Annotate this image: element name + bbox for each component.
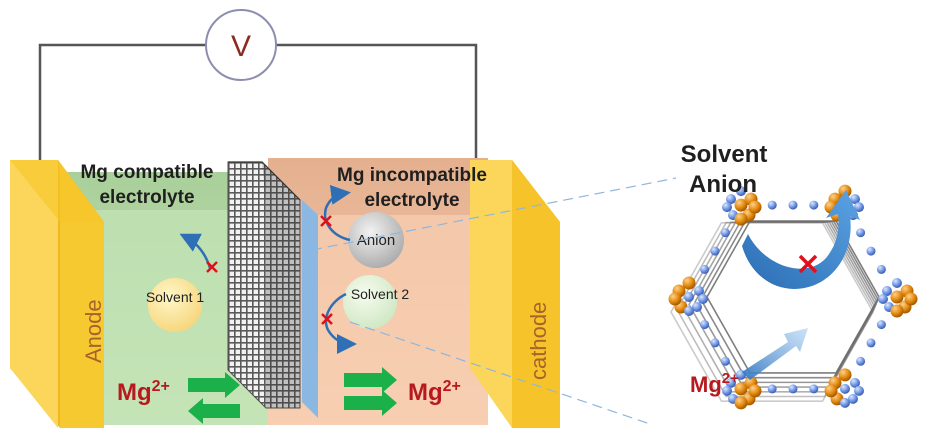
solvent-2-molecule: Solvent 2 [343, 275, 409, 329]
linker-atom [850, 377, 860, 388]
metal-atom [838, 368, 852, 382]
metal-atom [682, 276, 696, 290]
right-electrolyte-label-line1: Mg incompatible [337, 165, 487, 186]
voltmeter-label: V [231, 30, 251, 63]
linker-atom [840, 397, 850, 408]
metal-atom [734, 382, 748, 396]
zoom-solvent-label: Solvent [681, 141, 768, 168]
linker-atom [722, 385, 732, 396]
linker-atom [684, 306, 694, 316]
linker-atom [876, 264, 886, 274]
linker-atom [720, 228, 730, 238]
left-electrolyte-label-line2: electrolyte [99, 187, 194, 208]
solvent-1-block-mark [206, 261, 218, 273]
linker-atom [878, 294, 888, 304]
linker-atom [850, 194, 860, 205]
linker-atom [866, 246, 876, 256]
metal-atom [748, 384, 762, 398]
solvent-1-label: Solvent 1 [146, 289, 205, 305]
linker-atom [684, 292, 694, 302]
pore-framework-ring [670, 221, 874, 403]
linker-atom [854, 385, 864, 396]
voltmeter: V [205, 9, 277, 81]
anion-label: Anion [357, 232, 395, 249]
solvent-anion-blocked-arrow [742, 190, 860, 289]
metal-atom [748, 200, 762, 214]
linker-atom [848, 393, 858, 404]
linker-atom [694, 286, 704, 296]
metal-atom [890, 304, 904, 318]
left-mg-ion-label: Mg2+ [117, 378, 170, 406]
linker-atom [876, 320, 886, 330]
anion-blocked-arrow [323, 184, 351, 242]
metal-atom [904, 292, 918, 306]
solvent-2-blocked-arrow [324, 292, 357, 354]
left-electrolyte-label-line1: Mg compatible [80, 162, 213, 183]
cathode-label: cathode [526, 302, 551, 380]
linker-atom [840, 383, 850, 394]
left-ion-arrows [188, 372, 240, 424]
right-ion-arrows [344, 367, 397, 416]
linker-atom [710, 338, 720, 348]
external-circuit [38, 43, 478, 172]
cathode-plate: cathode [470, 160, 560, 428]
mesh-separator [227, 161, 301, 409]
linker-atom [809, 384, 819, 394]
linker-atom [692, 302, 702, 312]
zoom-anion-label: Anion [689, 171, 757, 198]
battery-cell: Anode cathode Mg compatible electrolyte … [10, 158, 560, 428]
metal-atom [734, 396, 748, 410]
linker-atom [892, 278, 902, 288]
solvent-2-label: Solvent 2 [351, 286, 410, 302]
solvent-2-block-mark [321, 313, 333, 325]
metal-atom [734, 198, 748, 212]
linker-atom [767, 384, 777, 394]
anode-label: Anode [81, 299, 106, 363]
linker-atom [788, 200, 798, 210]
zoom-mg-ion-label: Mg2+ [690, 370, 739, 397]
metal-atom [668, 292, 682, 306]
linker-atom [726, 377, 736, 388]
anion-molecule: Anion [348, 212, 404, 268]
zoom-guide-lines [311, 177, 677, 425]
pore-block-mark [798, 254, 818, 274]
solvent-1-molecule: Solvent 1 [146, 278, 205, 332]
linker-atom [856, 356, 866, 366]
anion-block-mark [320, 215, 332, 227]
linker-atom [698, 294, 708, 304]
linker-atom [854, 202, 864, 213]
metal-atom [890, 290, 904, 304]
metal-atom [824, 384, 838, 398]
anode-plate: Anode [10, 160, 106, 428]
linker-atom [722, 202, 732, 213]
linker-atom [710, 246, 720, 256]
linker-atom [809, 200, 819, 210]
linker-atom [856, 228, 866, 238]
metal-atom [838, 184, 852, 198]
mg-pass-arrow [742, 328, 808, 380]
right-electrolyte-label-line2: electrolyte [364, 190, 459, 211]
right-mg-ion-label: Mg2+ [408, 378, 461, 406]
linker-atom [700, 264, 710, 274]
linker-atom [726, 194, 736, 205]
linker-atom [720, 356, 730, 366]
linker-atom [882, 286, 892, 296]
membrane-strip [302, 200, 318, 418]
linker-atom [700, 320, 710, 330]
linker-atom [866, 338, 876, 348]
metal-atom [734, 212, 748, 226]
linker-atom [767, 200, 777, 210]
linker-atom [736, 186, 746, 197]
linker-atom [788, 384, 798, 394]
pore-structure-zoom [668, 184, 918, 410]
